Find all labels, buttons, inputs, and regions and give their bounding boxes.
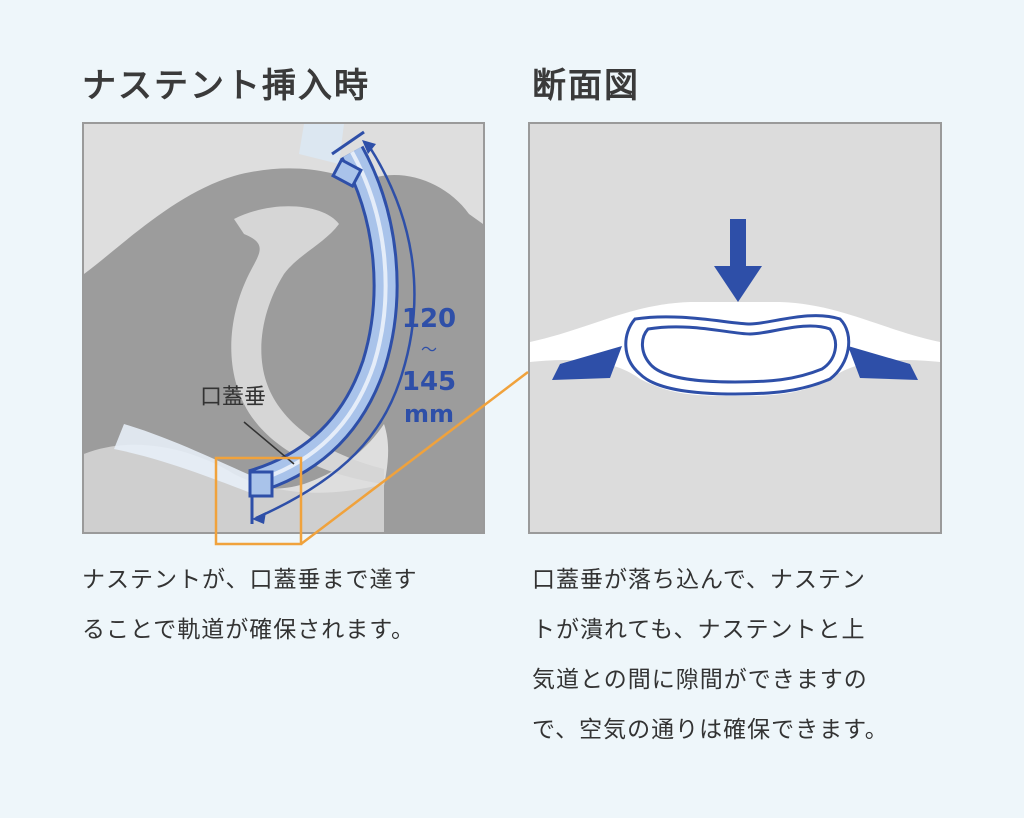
caption-line: ナステントが、口蓋垂まで達す xyxy=(82,567,418,593)
right-arrow xyxy=(848,346,918,380)
airway-region xyxy=(231,206,384,484)
caption-line: で、空気の通りは確保できます。 xyxy=(532,717,889,743)
length-min: 120 xyxy=(402,304,456,334)
down-arrow-shaft xyxy=(730,219,746,267)
caption-line: ることで軌道が確保されます。 xyxy=(82,617,416,643)
insertion-diagram: 120 〜 145 mm 口蓋垂 xyxy=(84,124,483,532)
insertion-caption: ナステントが、口蓋垂まで達す ることで軌道が確保されます。 xyxy=(82,555,502,655)
cross-section-diagram xyxy=(530,219,940,396)
down-arrow-head xyxy=(714,266,762,302)
insertion-heading: ナステント挿入時 xyxy=(82,66,370,106)
caption-line: トが潰れても、ナステントと上 xyxy=(532,617,866,643)
cross-section-heading: 断面図 xyxy=(532,66,640,106)
caption-line: 口蓋垂が落ち込んで、ナステン xyxy=(532,567,866,593)
caption-line: 気道との間に隙間ができますの xyxy=(532,667,868,693)
length-max: 145 xyxy=(402,367,456,397)
cross-section-panel xyxy=(528,122,942,534)
length-separator: 〜 xyxy=(421,340,437,359)
left-arrow xyxy=(552,346,622,380)
length-unit: mm xyxy=(404,400,454,428)
uvula-label: 口蓋垂 xyxy=(200,385,266,410)
cross-section-caption: 口蓋垂が落ち込んで、ナステン トが潰れても、ナステントと上 気道との間に隙間がで… xyxy=(532,555,962,755)
insertion-diagram-panel: 120 〜 145 mm 口蓋垂 xyxy=(82,122,485,534)
